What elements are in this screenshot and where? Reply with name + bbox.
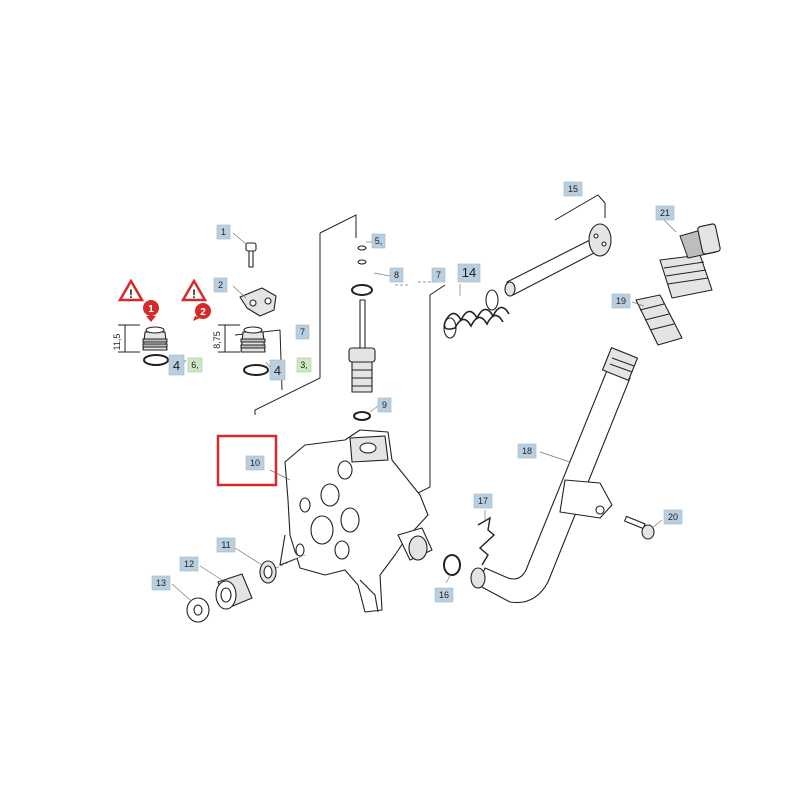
svg-text:3,: 3, [300,360,308,370]
svg-text:4: 4 [173,358,180,373]
svg-text:!: ! [192,287,196,301]
part-12-seal-holder [215,573,253,610]
guide-frame-top [319,214,357,238]
part-14-spring [443,289,510,339]
svg-text:9: 9 [382,400,387,410]
part-16-o-ring [443,554,461,576]
part-10-pump-housing [279,429,433,613]
callout-8: 8 [389,267,404,283]
callout-4: 4 [168,354,185,376]
warning-triangle-icon: ! [117,278,145,302]
svg-text:7: 7 [436,270,441,280]
callout-16: 16 [434,587,454,603]
svg-text:1: 1 [148,304,154,315]
svg-text:5,: 5, [375,236,383,246]
callout-12: 12 [179,556,199,572]
callout-19: 19 [611,293,631,309]
part-2-bracket [239,287,277,317]
callout-17: 17 [473,493,493,509]
highlight-box-part-10 [216,434,278,487]
guide-frame-left [254,233,321,415]
part-11-seal [259,560,277,584]
part-5-small-ring [357,245,367,251]
svg-text:21: 21 [660,208,670,218]
svg-text:17: 17 [478,496,488,506]
callout-7: 7 [431,267,446,283]
part-19-filter [635,294,683,346]
svg-text:1: 1 [221,227,226,237]
callout-13: 13 [151,575,171,591]
svg-text:20: 20 [668,512,678,522]
numbered-marker-icon: 2 [193,303,211,321]
leader-lines [171,219,677,601]
part-17-clip [477,516,496,566]
dimension-label: 8,75 [212,331,222,349]
svg-text:18: 18 [522,446,532,456]
part-valve-left [142,326,169,366]
dash-axis-11 [275,554,306,569]
guide-frame-15 [554,194,606,221]
callout-2: 2 [213,277,228,293]
warning-triangle-icon: ! [180,278,208,302]
svg-text:14: 14 [462,265,476,280]
callout-11: 11 [216,537,236,553]
part-5-small-ring-b [357,259,367,265]
callout-6: 6, [187,357,203,373]
svg-text:15: 15 [568,184,578,194]
callout-5: 5, [371,233,386,249]
dimension-markers [118,324,240,353]
part-13-washer [186,597,210,623]
svg-text:7: 7 [300,327,305,337]
callout-20: 20 [663,509,683,525]
callout-4: 4 [269,359,286,381]
svg-text:13: 13 [156,578,166,588]
callout-10: 10 [245,455,265,471]
svg-text:!: ! [129,287,133,301]
part-21-coupling [659,223,721,299]
svg-text:12: 12 [184,559,194,569]
part-valve-right [240,326,269,376]
svg-text:8: 8 [394,270,399,280]
part-15-piston [504,223,612,297]
callout-7: 7 [295,324,310,340]
numbered-marker-icon: 1 [143,300,159,322]
callout-15: 15 [563,181,583,197]
svg-text:16: 16 [439,590,449,600]
svg-text:10: 10 [250,458,260,468]
part-18-inlet-pipe [470,347,639,604]
callout-21: 21 [655,205,675,221]
svg-text:2: 2 [200,307,206,318]
callout-9: 9 [377,397,392,413]
dimension-label: 11,5 [112,334,122,351]
callout-18: 18 [517,443,537,459]
callout-3: 3, [296,357,312,373]
callout-14: 14 [457,263,481,283]
svg-text:4: 4 [274,363,281,378]
part-8-stem-assembly [348,284,376,421]
svg-text:6,: 6, [191,360,199,370]
part-1-screw [245,242,257,268]
callout-1: 1 [216,224,231,240]
svg-text:11: 11 [221,540,230,550]
part-20-screw [624,515,655,540]
guide-frame-right [409,284,446,498]
svg-text:2: 2 [218,280,223,290]
svg-text:19: 19 [616,296,626,306]
